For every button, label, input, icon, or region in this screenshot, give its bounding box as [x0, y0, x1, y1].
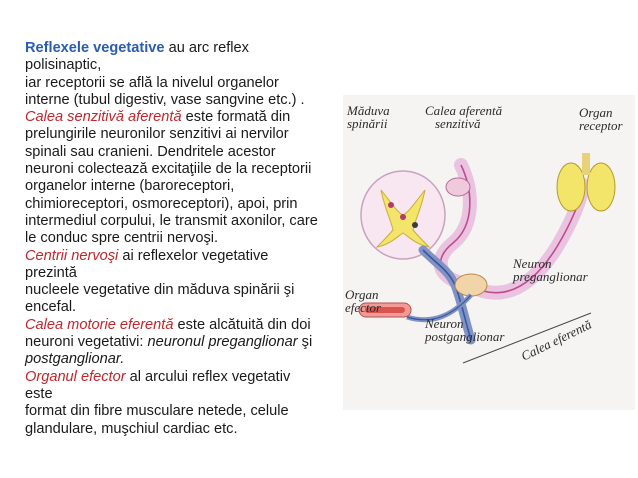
label-effector-organ: Organ efector [345, 287, 382, 315]
paragraph-2-line-4: neuroni colectează excitaţiile de la rec… [25, 161, 312, 178]
reflexes-title: Reflexele vegetative [25, 40, 165, 56]
afferent-text: este formată din [181, 109, 291, 126]
paragraph-3-line-4: encefal. [25, 299, 77, 316]
centers-text: ai reflexelor vegetative [118, 247, 269, 264]
paragraph-5-line-2: este [25, 385, 53, 402]
reflex-arc-drawing [358, 153, 616, 364]
label-afferent-path: Calea aferentă senzitivă [425, 103, 503, 131]
afferent-title: Calea senzitivă aferentă [25, 109, 182, 126]
paragraph-5-line-1: Organul efector al arcului reflex vegeta… [25, 369, 350, 386]
paragraph-4-line-1: Calea motorie eferentă este alcătuită di… [25, 317, 350, 334]
effector-title: Organul efector [25, 368, 126, 385]
efferent-label-line [462, 312, 592, 364]
effector-organ [358, 302, 412, 318]
label-spinal-cord: Măduva spinării [347, 103, 390, 131]
spinal-cord [360, 170, 446, 260]
paragraph-4-line-3: postganglionar. [25, 351, 125, 368]
efferent-line2-end: şi [297, 334, 313, 351]
paragraph-2-line-7: intermediul corpului, le transmit axonil… [25, 212, 318, 229]
paragraph-4-line-2: neuroni vegetativi: neuronul preganglion… [25, 334, 350, 351]
paragraph-5-line-3: format din fibre musculare netede, celul… [25, 403, 289, 420]
paragraph-1-line-3: iar receptorii se află la nivelul organe… [25, 74, 279, 91]
label-postganglionic-neuron: Neuron postganglionar [425, 316, 505, 344]
label-receptor-organ: Organ receptor [579, 105, 623, 133]
centers-title: Centrii nervoşi [25, 247, 119, 264]
effector-text: al arcului reflex vegetativ [125, 368, 291, 385]
ganglion [445, 177, 471, 197]
paragraph-2-line-1: Calea senzitivă aferentă este formată di… [25, 109, 350, 126]
paragraph-2-line-2: prelungirile neuronilor senzitivi ai ner… [25, 126, 289, 143]
paragraph-1-line-2: polisinaptic, [25, 57, 102, 74]
paragraph-1-line-1: Reflexele vegetative au arc reflex [25, 40, 350, 57]
efferent-title: Calea motorie eferentă [25, 316, 174, 333]
paragraph-3-line-1: Centrii nervoşi ai reflexelor vegetative [25, 248, 350, 265]
receptor-organ [556, 153, 616, 212]
paragraph-5-line-4: glandulare, muşchiul cardiac etc. [25, 420, 238, 437]
efferent-line2-start: neuroni vegetativi: [25, 334, 148, 351]
efferent-text: este alcătuită din doi [173, 316, 311, 333]
paragraph-1-line-4: interne (tubul digestiv, vase sangvine e… [25, 91, 305, 108]
preganglionic-term: neuronul preganglionar [147, 334, 298, 351]
paragraph-2-line-5: organelor interne (baroreceptori, [25, 178, 235, 195]
reflex-arc-diagram: Măduva spinării Calea aferentă senzitivă… [343, 95, 635, 410]
text-column: Reflexele vegetative au arc reflex polis… [25, 40, 350, 438]
label-preganglionic-neuron: Neuron preganglionar [513, 256, 588, 284]
reflexes-text: au arc reflex [164, 40, 249, 56]
paragraph-2-line-3: spinali sau cranieni. Dendritele acestor [25, 143, 276, 160]
paragraph-3-line-2: prezintă [25, 264, 77, 281]
paragraph-2-line-8: le conduc spre centrii nervoşi. [25, 230, 219, 247]
paragraph-2-line-6: chimioreceptori, osmoreceptori), apoi, p… [25, 195, 298, 212]
chain-ganglion [454, 273, 488, 297]
paragraph-3-line-3: nucleele vegetative din măduva spinării … [25, 282, 295, 299]
